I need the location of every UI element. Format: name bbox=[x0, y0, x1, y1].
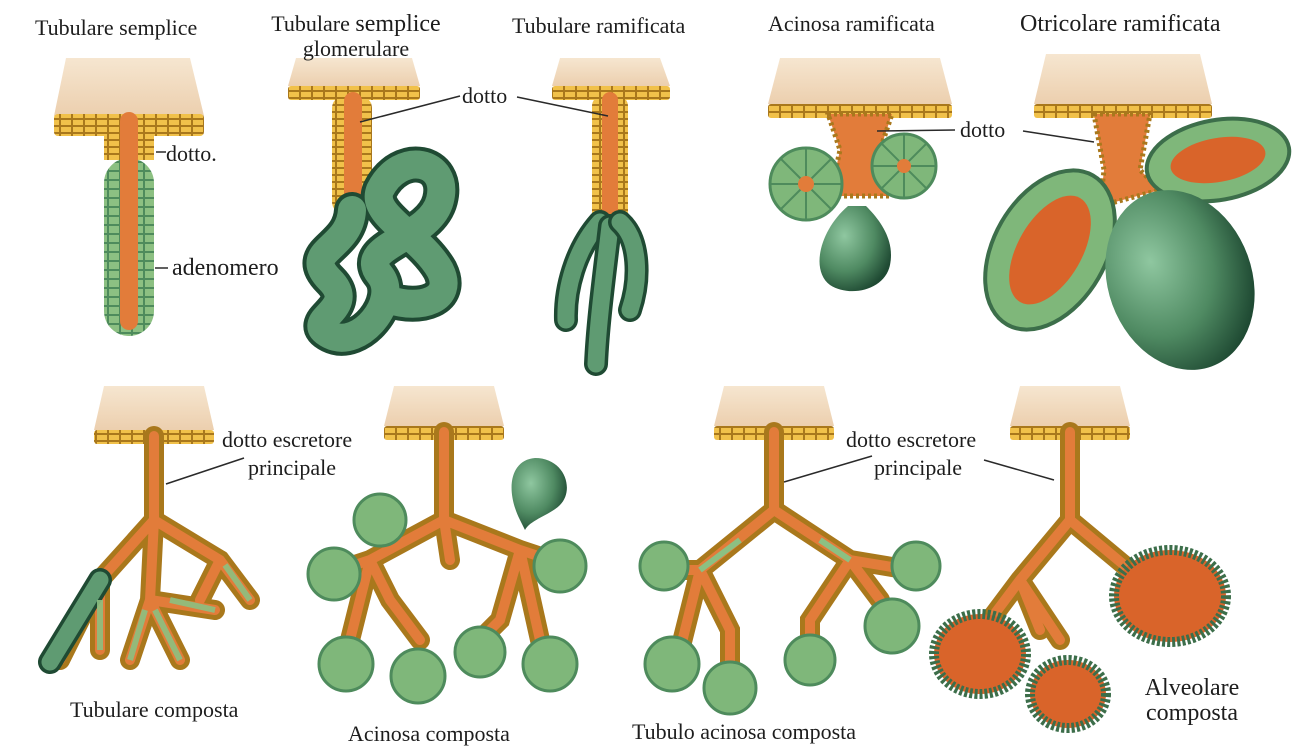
gland-tubular-branched bbox=[517, 58, 670, 364]
callout-adenomere: adenomero bbox=[172, 256, 279, 281]
title-part-emphasis: semplice bbox=[355, 11, 440, 37]
duct-lumen bbox=[602, 92, 618, 220]
epithelial-surface bbox=[54, 58, 204, 116]
title-line-2: composta bbox=[1146, 700, 1238, 726]
title-tubular-branched: Tubulare ramificata bbox=[512, 14, 685, 37]
gland-acinar-branched bbox=[768, 58, 955, 291]
title-line-1: Alveolare bbox=[1145, 675, 1240, 701]
title-alveolar-compound: Alveolare composta bbox=[1132, 676, 1252, 726]
epithelial-surface bbox=[94, 386, 214, 430]
title-tubular-simple-glomerular: Tubulare semplice glomerulare bbox=[256, 12, 456, 60]
duct-lumen bbox=[120, 112, 138, 330]
acinus-left bbox=[770, 148, 842, 220]
callout-main-excretory-duct: dotto escretore bbox=[222, 428, 352, 451]
callout-main: principale bbox=[248, 456, 336, 479]
title-line-2: glomerulare bbox=[303, 36, 409, 61]
title-saccular-branched: Otricolare ramificata bbox=[1020, 12, 1221, 37]
epithelial-surface bbox=[768, 58, 952, 104]
title-tubuloacinar-compound: Tubulo acinosa composta bbox=[632, 720, 856, 743]
title-part-regular: Tubulare bbox=[271, 11, 350, 36]
title-acinar-branched: Acinosa ramificata bbox=[768, 12, 935, 35]
acinus-outer-view bbox=[512, 458, 567, 530]
callout-main-excretory-duct-2: dotto escretore bbox=[846, 428, 976, 451]
epithelial-surface bbox=[288, 58, 420, 86]
callout-duct-shared: dotto bbox=[462, 84, 507, 107]
title-tubular-simple: Tubulare semplice bbox=[35, 16, 197, 39]
gland-tubular-compound bbox=[50, 386, 250, 662]
epithelial-surface bbox=[714, 386, 834, 426]
duct-tree bbox=[990, 432, 1130, 640]
acinus-outer-view bbox=[820, 206, 891, 291]
duct-tree bbox=[60, 436, 250, 660]
callout-main-2: principale bbox=[874, 456, 962, 479]
gland-tubular-simple bbox=[54, 58, 204, 336]
acinus-right bbox=[872, 134, 936, 198]
epithelial-surface bbox=[384, 386, 504, 426]
gland-tubular-simple-glomerular bbox=[288, 58, 460, 338]
callout-duct-acinar: dotto bbox=[960, 118, 1005, 141]
epithelial-surface bbox=[1034, 54, 1212, 104]
title-tubular-compound: Tubulare composta bbox=[70, 698, 238, 721]
gland-saccular-branched bbox=[959, 54, 1296, 391]
title-acinar-compound: Acinosa composta bbox=[348, 722, 510, 745]
callout-duct: dotto. bbox=[166, 142, 217, 165]
epithelial-surface bbox=[552, 58, 670, 86]
epithelial-surface bbox=[1010, 386, 1130, 426]
